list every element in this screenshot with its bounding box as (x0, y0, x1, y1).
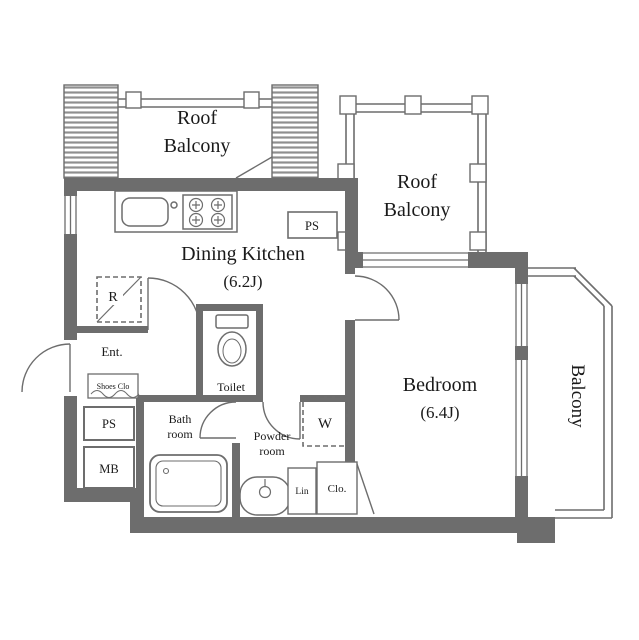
railing-line (573, 275, 605, 307)
washer-box (302, 396, 348, 447)
toilet-bowl-inner (222, 338, 242, 364)
hatched-blocks (63, 84, 319, 179)
stove-burners (188, 197, 226, 228)
wall-corner-block (517, 517, 555, 543)
labels: Roof Balcony Roof Balcony Dining Kitchen… (97, 107, 588, 497)
room-label-powder: room (259, 444, 285, 458)
wall-bath-top (136, 395, 196, 402)
room-size-dining-kitchen: (6.2J) (223, 272, 262, 291)
room-label-dining-kitchen: Dining Kitchen (181, 243, 305, 265)
linen-box (287, 467, 317, 515)
refrigerator-label-bg (103, 288, 123, 305)
powder-door-arc (262, 401, 301, 440)
bathtub-inner (155, 460, 222, 507)
label-washer: W (318, 416, 333, 432)
wall-toilet-right (256, 304, 263, 402)
faucet-icon (170, 201, 178, 209)
room-size-bedroom: (6.4J) (420, 403, 459, 422)
bedroom-door-arc (354, 275, 400, 321)
room-label-powder: Powder (254, 429, 291, 443)
room-label-linen: Lin (295, 487, 308, 497)
wall-top (64, 178, 358, 191)
wall-powder-top (300, 395, 355, 402)
balcony-step-diagonal (235, 156, 273, 179)
wall-bedroom-west (345, 268, 355, 274)
wall-toilet-top (196, 304, 263, 311)
burner-cross (192, 201, 222, 224)
wall-left-lower (64, 396, 77, 502)
wall-left-bottom (64, 488, 143, 502)
toilet-tank-icon (215, 314, 249, 329)
entrance-door-arc (21, 343, 71, 393)
label-ps-top: PS (305, 219, 319, 233)
room-label-bedroom: Bedroom (403, 374, 478, 396)
label-mb: MB (99, 462, 118, 476)
room-label-entrance: Ent. (101, 344, 122, 359)
room-label-toilet: Toilet (217, 380, 245, 394)
hatch-block-left (63, 84, 119, 179)
room-label-roof-balcony-left: Balcony (164, 135, 231, 157)
railing-post (469, 231, 487, 251)
railing-post (243, 91, 260, 109)
hatch-block-right (271, 84, 319, 179)
wall-central (345, 178, 358, 268)
sink-icon (121, 197, 169, 227)
dk-door-arc (147, 277, 201, 331)
room-label-closet: Clo. (328, 483, 347, 495)
wall-toilet-bottom (196, 395, 263, 402)
sanitary-fixtures (149, 314, 291, 516)
shoes-closet-box (87, 373, 139, 399)
room-label-roof-balcony-right: Roof (397, 171, 437, 193)
washbasin-bowl (258, 485, 272, 499)
closet-box (316, 461, 358, 515)
railing-post (469, 163, 487, 183)
railing-post (125, 91, 142, 109)
railing-line (573, 267, 613, 307)
ps-top-box (287, 211, 338, 239)
wall-bath-powder (232, 443, 240, 517)
railing-post (404, 95, 422, 115)
room-label-bathroom: room (167, 427, 193, 441)
room-label-bathroom: Bath (169, 412, 192, 426)
railing-post (471, 95, 489, 115)
service-boxes (83, 211, 358, 515)
room-label-roof-balcony-left: Roof (177, 107, 217, 129)
closet-door-diagonal (356, 463, 375, 515)
mb-box (83, 446, 135, 489)
room-label-balcony: Balcony (567, 364, 588, 428)
shoes-closet-wave (90, 390, 140, 398)
bathtub-drain (162, 467, 170, 475)
doors (21, 275, 400, 515)
wall-bottom (130, 517, 530, 533)
kitchen-fixtures (114, 190, 238, 233)
windows (64, 196, 528, 476)
bath-door-arc (199, 401, 237, 439)
wall-bedroom-west (345, 320, 355, 462)
ps-left-box (83, 406, 135, 441)
wall-toilet-left (196, 304, 203, 402)
railing-post (339, 95, 357, 115)
refrigerator-box (96, 276, 142, 323)
room-label-roof-balcony-right: Balcony (384, 199, 451, 221)
label-refrigerator: R (108, 290, 118, 305)
label-ps-left: PS (102, 417, 116, 431)
wall-bath-left (136, 395, 144, 517)
room-label-shoes-closet: Shoes Clo (97, 382, 130, 391)
wall-hall-divider (77, 326, 148, 333)
